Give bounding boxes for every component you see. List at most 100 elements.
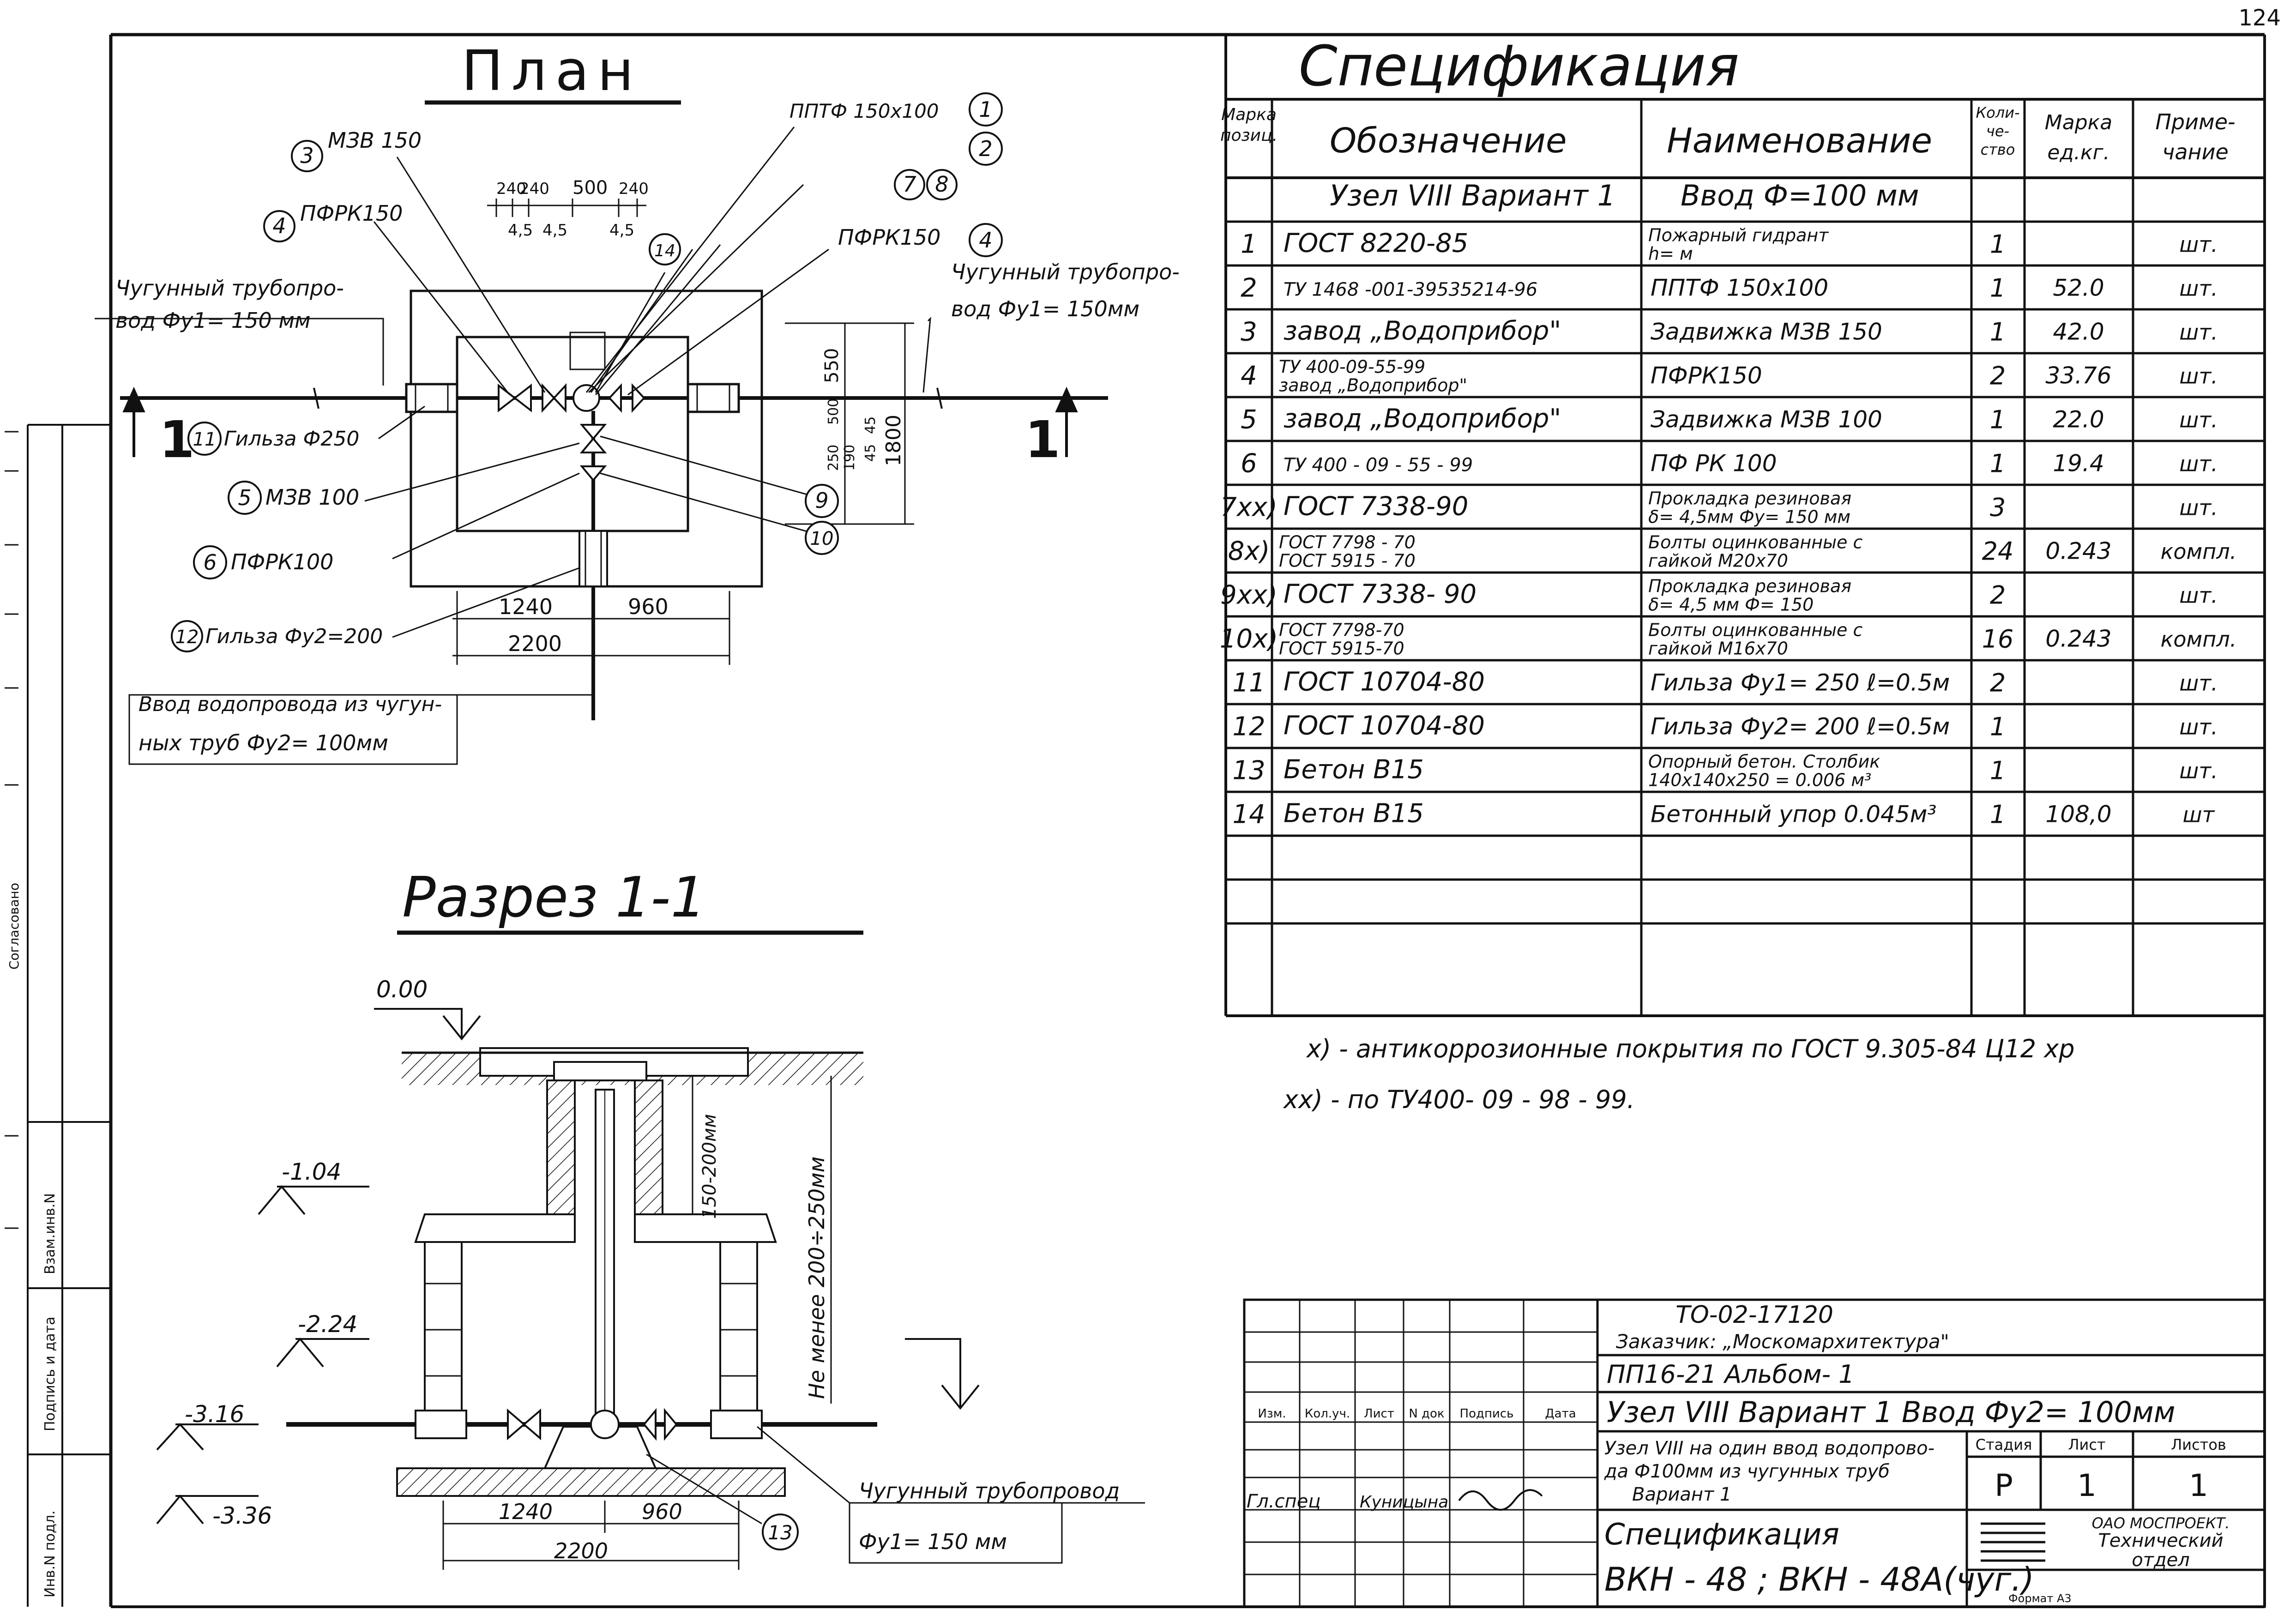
plan-view: План (95, 39, 1180, 765)
dim-45-c: 4,5 (609, 221, 634, 240)
spec-pos: 13 (1232, 756, 1265, 786)
spec-pos: 4 (1241, 361, 1257, 391)
spec-mass: 42.0 (2053, 319, 2104, 345)
note-ne-menee: Не менее 200÷250мм (804, 1157, 829, 1399)
label-gilza200: Гильза Фу2=200 (205, 625, 383, 648)
tb-sheet: 1 (2077, 1468, 2097, 1503)
dim-500-v: 500 (826, 398, 842, 425)
spec-note: шт. (2179, 715, 2218, 740)
tb-desc-1: Узел VIII на один ввод водопрово- (1604, 1438, 1934, 1459)
tb-stage: Р (1995, 1468, 2013, 1503)
footnote-1: x) - антикоррозионные покрытия по ГОСТ 9… (1306, 1034, 2075, 1063)
section-view: Разрез 1-1 (156, 866, 1145, 1570)
spec-name: Болты оцинкованные с (1648, 532, 1863, 553)
tb-format: Формат А3 (2008, 1592, 2072, 1605)
spec-designation: Бетон В15 (1284, 799, 1424, 829)
footnote-2: xx) - по ТУ400- 09 - 98 - 99. (1283, 1085, 1635, 1114)
spec-note: шт. (2179, 232, 2218, 257)
dim-190: 190 (842, 445, 858, 471)
tb-sheets-h: Листов (2171, 1436, 2226, 1453)
spec-note: шт. (2179, 452, 2218, 476)
tb-code: ТО-02-17120 (1675, 1301, 1833, 1329)
spec-qty: 1 (1990, 800, 2006, 829)
spec-name: Опорный бетон. Столбик (1648, 752, 1880, 772)
hdr-designation: Обозначение (1330, 121, 1567, 161)
callout-12: 12 (175, 627, 199, 648)
spec-title: Спецификация (1299, 35, 1739, 99)
spec-name: Пожарный гидрант (1648, 225, 1829, 246)
spec-qty: 1 (1990, 405, 2006, 434)
dim-1240: 1240 (499, 594, 553, 619)
label-gilza250: Гильза Ф250 (224, 427, 359, 451)
tb-drawing: ВКН - 48 ; ВКН - 48А(чуг.) (1604, 1561, 2034, 1598)
label-mzv150: МЗВ 150 (328, 128, 422, 153)
page-number: 124 (2238, 5, 2281, 31)
label-pipe-right-2: вод Фу1= 150мм (951, 296, 1139, 321)
spec-designation: ТУ 1468 -001-39535214-96 (1284, 279, 1537, 301)
spec-qty: 1 (1990, 712, 2006, 742)
spec-note: шт. (2179, 364, 2218, 389)
section-mark-right: 1 (1025, 410, 1061, 469)
specification-table: Спецификация Марка позиц. Обозначение На… (1220, 35, 2265, 1114)
callout-6: 6 (203, 550, 217, 575)
label-vvod-2: ных труб Фу2= 100мм (139, 730, 388, 755)
spec-note: шт. (2179, 495, 2218, 520)
level-2-24: -2.24 (298, 1311, 357, 1338)
tb-person: Куницына (1360, 1493, 1448, 1512)
left-binding-strip: Инв.N подл. Подпись и дата Взам.инв.N Со… (5, 424, 111, 1607)
callout-1: 1 (979, 97, 992, 122)
spec-designation: ТУ 400 - 09 - 55 - 99 (1284, 455, 1473, 476)
spec-designation: ГОСТ 10704-80 (1284, 667, 1485, 697)
spec-mass: 22.0 (2053, 406, 2104, 433)
dim-1800: 1800 (882, 415, 905, 466)
spec-name: Гильза Фу2= 200 ℓ=0.5м (1651, 713, 1950, 740)
spec-qty: 2 (1990, 581, 2006, 610)
tb-album: ПП16-21 Альбом- 1 (1607, 1360, 1855, 1389)
label-pfrk150-right: ПФРК150 (838, 225, 940, 250)
spec-qty: 1 (1990, 449, 2006, 478)
tb-desc-3: Вариант 1 (1632, 1484, 1731, 1505)
label-pfrk150-left: ПФРК150 (300, 201, 403, 226)
level-3-36: -3.36 (212, 1502, 272, 1529)
spec-pos: 12 (1232, 712, 1265, 742)
label-pipe-left-2: вод Фу1= 150 мм (115, 308, 311, 333)
spec-mass: 0.243 (2045, 626, 2111, 652)
tb-hdr-list: Лист (1364, 1407, 1394, 1421)
dim-250: 250 (826, 445, 842, 471)
hdr-mass-2: ед.кг. (2047, 141, 2109, 164)
spec-pos: 3 (1241, 317, 1257, 347)
tb-org-1: ОАО МОСПРОЕКТ. (2092, 1514, 2230, 1532)
callout-7: 7 (903, 172, 916, 197)
tb-hdr-kol: Кол.уч. (1305, 1407, 1350, 1421)
sec-pipe-label-2: Фу1= 150 мм (859, 1529, 1007, 1554)
tb-customer: Заказчик: „Москомархитектура" (1616, 1330, 1949, 1353)
spec-designation: завод „Водоприбор" (1284, 404, 1561, 434)
tb-org-2: Технический (2098, 1530, 2223, 1551)
tb-hdr-ndok: N док (1409, 1407, 1444, 1421)
level-1-04: -1.04 (282, 1158, 341, 1185)
section-title: Разрез 1-1 (402, 866, 706, 930)
callout-9: 9 (815, 488, 828, 513)
spec-name: Задвижка МЗВ 100 (1651, 406, 1882, 433)
dim-2200: 2200 (508, 631, 562, 656)
spec-name: Прокладка резиновая (1648, 488, 1851, 509)
spec-note: шт. (2179, 408, 2218, 433)
spec-name-2: δ= 4,5мм Фу= 150 мм (1648, 507, 1850, 527)
dim-45-v1: 45 (862, 416, 879, 434)
hdr-qty-1: Коли- (1976, 104, 2019, 121)
hdr-note-1: Приме- (2155, 109, 2235, 134)
dim-45-b: 4,5 (542, 221, 567, 240)
tb-role: Гл.спец (1247, 1491, 1321, 1512)
spec-designation: ГОСТ 10704-80 (1284, 711, 1485, 741)
spec-designation: ГОСТ 7798 - 70 (1279, 532, 1416, 553)
level-0-00: 0.00 (376, 976, 428, 1003)
group-name: Ввод Ф=100 мм (1681, 179, 1919, 212)
dim-960: 960 (628, 594, 669, 619)
tb-sheet-h: Лист (2068, 1436, 2105, 1453)
callout-11: 11 (193, 429, 217, 450)
callout-2: 2 (979, 136, 992, 161)
spec-mass: 19.4 (2053, 450, 2104, 477)
label-pptf: ППТФ 150х100 (789, 100, 939, 122)
spec-designation: ГОСТ 8220-85 (1284, 229, 1468, 259)
spec-pos: 14 (1232, 800, 1265, 830)
